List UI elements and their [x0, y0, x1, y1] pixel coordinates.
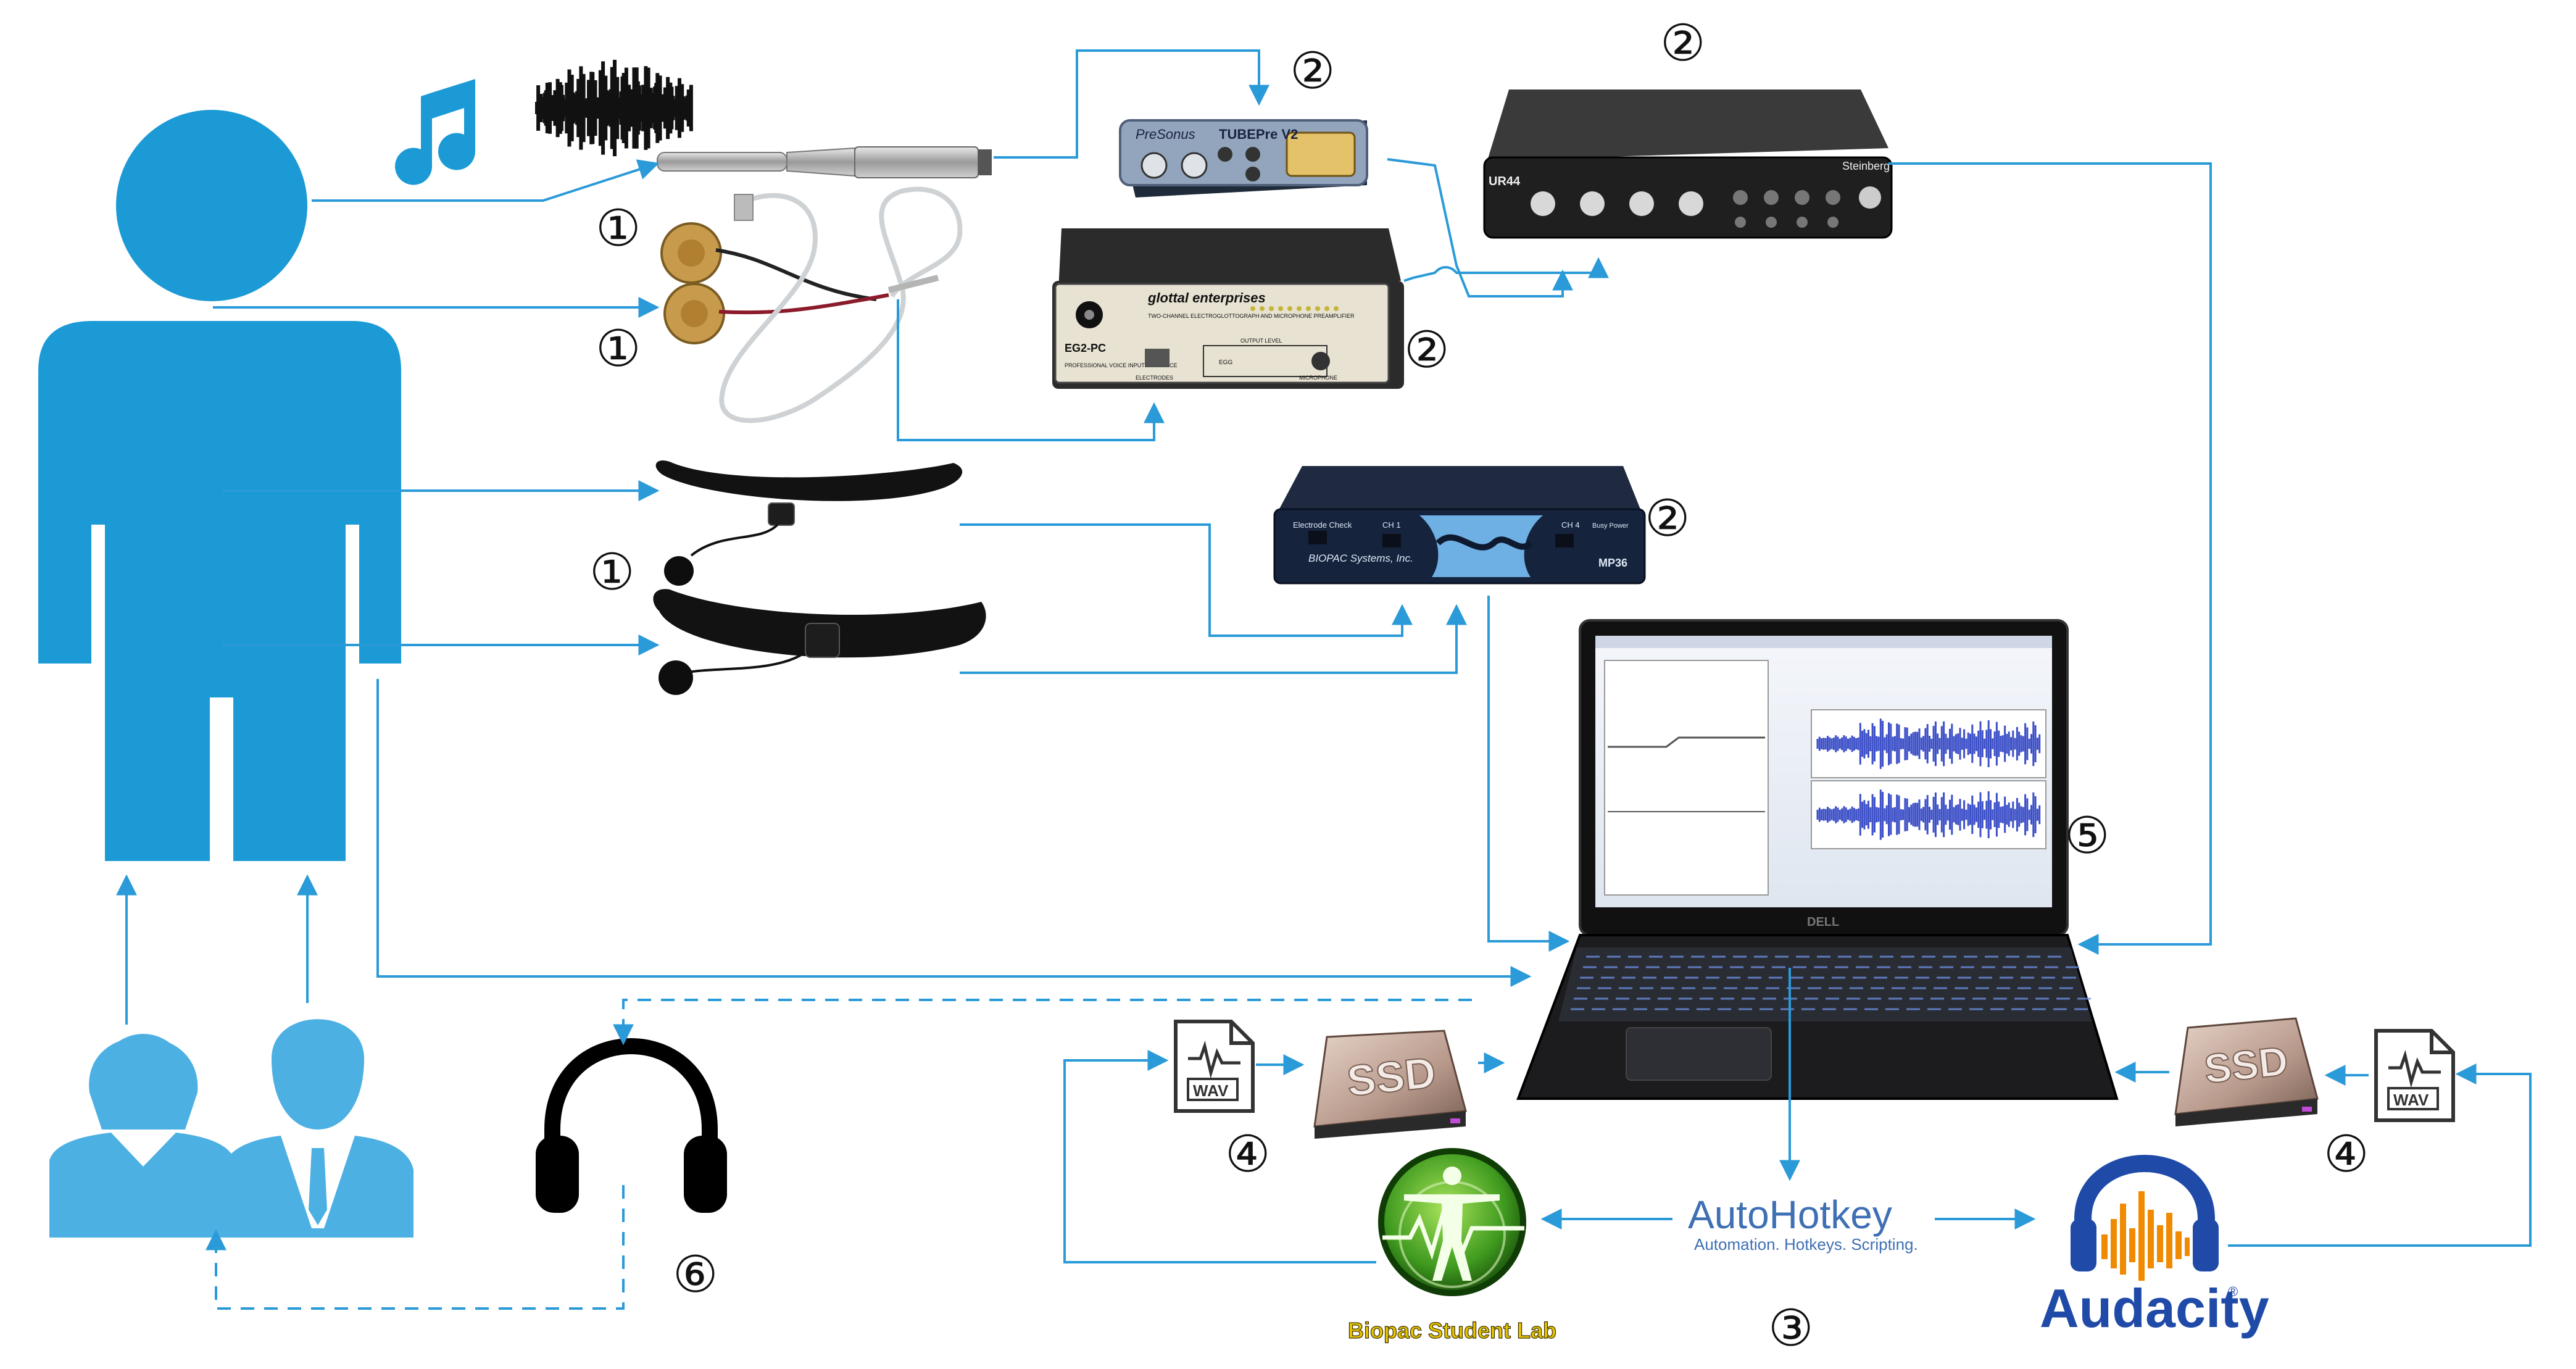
laptop-brand-label: DELL [1807, 915, 1839, 929]
microphone-icon [657, 146, 992, 178]
step-marker-laptop: ⑤ [2064, 808, 2110, 864]
eg2-mic-label: MICROPHONE [1299, 375, 1337, 381]
connector-voice-mic [312, 159, 660, 202]
eg2-desc-label: TWO-CHANNEL ELECTROGLOTTOGRAPH AND MICRO… [1148, 313, 1355, 319]
eg2-sub-label: PROFESSIONAL VOICE INPUT INTERFACE [1065, 362, 1178, 368]
ssd-right-label: SSD [2202, 1038, 2290, 1092]
connector-mp36-laptop [1487, 596, 1570, 952]
mp36-ch1-label: CH 1 [1382, 520, 1401, 530]
step-marker-tubepre: ② [1290, 43, 1336, 99]
step-marker-software: ③ [1768, 1300, 1814, 1357]
belt-sensor-icon [653, 589, 986, 695]
connector-biopac-wav [1063, 1050, 1376, 1263]
ssd-left-label: SSD [1345, 1048, 1438, 1105]
eg2-output-label: OUTPUT LEVEL [1240, 338, 1282, 344]
ssd-icon: SSD [2174, 1017, 2319, 1126]
waveform-icon [535, 59, 693, 157]
step-marker-sensors-voice: ① [596, 201, 641, 257]
eg2-model-label: EG2-PC [1065, 342, 1106, 354]
ur44-model-label: UR44 [1489, 175, 1521, 188]
tubepre-brand-label: PreSonus [1136, 127, 1195, 142]
audacity-mark-label: ® [2228, 1284, 2238, 1299]
step-marker-storage-left: ④ [1225, 1126, 1271, 1183]
mp36-check-label: Electrode Check [1293, 520, 1352, 530]
headphones-icon [536, 1038, 727, 1213]
biopac-name-label: Biopac Student Lab [1348, 1318, 1556, 1343]
connector-belt1-mp36 [960, 523, 1413, 637]
wav-file-icon: WAV [1174, 1020, 1255, 1113]
egg-electrode-icon [660, 186, 963, 423]
connector-belt2-mp36 [960, 604, 1467, 674]
ssd-icon: SSD [1313, 1030, 1467, 1139]
ur44-brand-label: Steinberg [1842, 160, 1890, 172]
connector-audacity-wav [2228, 1063, 2532, 1247]
step-marker-sensors-egg: ① [596, 321, 641, 377]
eg2-device: glottal enterprises TWO-CHANNEL ELECTROG… [1052, 228, 1404, 389]
tubepre-model-label: TUBEPre V2 [1219, 127, 1298, 142]
step-markers: ① ① ① ② ② ② ② ⑤ ④ ④ ③ ⑥ [589, 15, 2369, 1357]
connector-tubepre-ur44 [1387, 158, 1573, 298]
connector-mic-tubepre [994, 49, 1269, 159]
biopac-logo-icon: Biopac Student Lab [1347, 1148, 1557, 1344]
step-marker-headphones: ⑥ [673, 1247, 718, 1303]
step-marker-eg2: ② [1404, 322, 1450, 378]
eg2-brand-label: glottal enterprises [1147, 290, 1266, 306]
music-note-icon [395, 79, 476, 185]
connector-lines [116, 49, 2532, 1310]
autohotkey-tagline-label: Automation. Hotkeys. Scripting. [1694, 1235, 1918, 1254]
mp36-power-label: Busy Power [1592, 522, 1629, 530]
wav-right-label: WAV [2393, 1091, 2429, 1109]
autohotkey-logo: AutoHotkey Automation. Hotkeys. Scriptin… [1688, 1192, 1918, 1254]
step-marker-storage-right: ④ [2324, 1126, 2369, 1183]
eg2-egg-label: EGG [1219, 359, 1232, 366]
ur44-device: UR44 Steinberg [1483, 89, 1893, 239]
connector-laptop-headphones [613, 999, 1472, 1046]
man-icon [222, 1019, 413, 1238]
mp36-brand-label: BIOPAC Systems, Inc. [1308, 552, 1413, 564]
wav-file-icon: WAV [2374, 1029, 2455, 1122]
mp36-device: Electrode Check CH 1 CH 4 Busy Power BIO… [1273, 466, 1646, 585]
participant-person-icon [38, 110, 401, 861]
audacity-logo-icon: Audacity ® [2040, 1155, 2269, 1339]
connector-participant-laptop [376, 679, 1532, 987]
autohotkey-name-label: AutoHotkey [1688, 1192, 1892, 1237]
woman-icon [49, 1034, 235, 1238]
audacity-name-label: Audacity [2040, 1278, 2269, 1339]
connector-headphones-listeners [206, 1185, 625, 1310]
eg2-electrodes-label: ELECTRODES [1136, 375, 1173, 381]
wav-left-label: WAV [1193, 1081, 1229, 1100]
connector-egg-eg2 [897, 299, 1165, 441]
connector-eg2-ur44 [1403, 257, 1609, 282]
mp36-model-label: MP36 [1598, 557, 1627, 569]
step-marker-sensors-belts: ① [589, 544, 635, 601]
connector-ur44-laptop [1888, 162, 2212, 955]
mp36-ch4-label: CH 4 [1561, 520, 1580, 530]
laptop-icon: DELL [1516, 619, 2119, 1100]
step-marker-mp36: ② [1645, 491, 1690, 547]
belt-sensor-icon [655, 460, 963, 586]
tubepre-device: PreSonus TUBEPre V2 [1119, 119, 1368, 198]
step-marker-ur44: ② [1660, 15, 1706, 72]
